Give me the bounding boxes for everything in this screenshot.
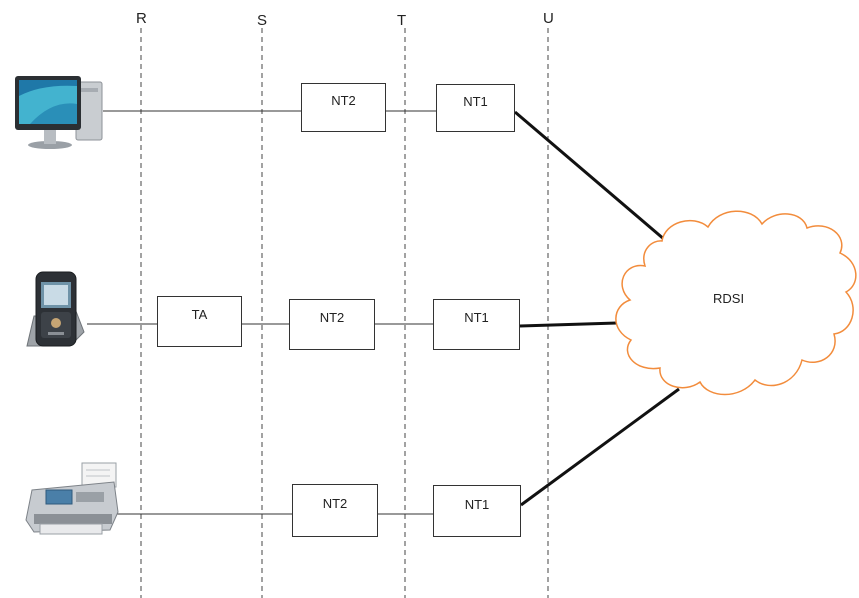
fax-icon: [25, 462, 119, 535]
nt1-label: NT1: [464, 496, 490, 512]
link-nt1-cloud-row1: [514, 110, 666, 242]
link-nt1-cloud-row3: [520, 387, 680, 507]
ta-box: TA: [157, 296, 242, 347]
nt1-box-row2: NT1: [433, 299, 520, 350]
nt2-label: NT2: [331, 93, 356, 108]
ta-label: TA: [191, 307, 208, 322]
nt1-box-row3: NT1: [433, 485, 521, 537]
phone-icon: [26, 271, 85, 347]
nt2-box-row1: NT2: [301, 83, 386, 132]
link-nt1-cloud-row2: [519, 321, 618, 328]
interface-label-r: R: [136, 10, 147, 27]
nt1-box-row1: NT1: [436, 84, 515, 132]
rdsi-label: RDSI: [713, 291, 745, 306]
computer-icon: [15, 76, 103, 149]
nt1-label: NT1: [464, 310, 489, 325]
rdsi-cloud: [615, 210, 857, 396]
interface-label-t: T: [397, 12, 407, 29]
interface-label-s: S: [257, 12, 268, 29]
nt2-label: NT2: [322, 496, 348, 511]
nt2-box-row3: NT2: [292, 484, 378, 537]
interface-label-u: U: [543, 10, 554, 27]
nt2-label: NT2: [319, 310, 345, 325]
nt2-box-row2: NT2: [289, 299, 375, 350]
nt1-label: NT1: [463, 93, 488, 109]
